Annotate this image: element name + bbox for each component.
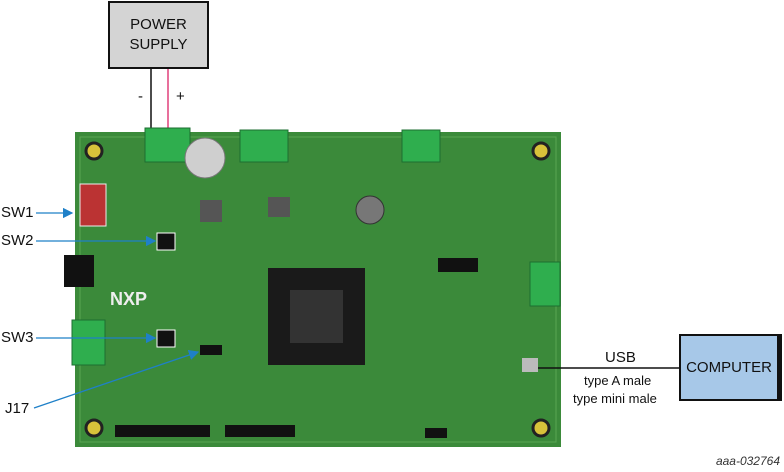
dc-jack bbox=[64, 255, 94, 287]
terminal-blocks bbox=[71, 127, 561, 366]
mounting-holes bbox=[84, 141, 551, 438]
power-supply-label-1: POWER bbox=[130, 16, 187, 33]
sw2-jumper bbox=[156, 232, 176, 251]
usb-label: USB bbox=[605, 349, 636, 366]
power-supply-label-2: SUPPLY bbox=[129, 36, 188, 53]
usb-type-a: type A male bbox=[584, 373, 652, 388]
sw3-jumper bbox=[156, 329, 176, 348]
sw3-label: SW3 bbox=[1, 329, 34, 346]
battery-holder bbox=[355, 195, 385, 225]
j17-header bbox=[200, 345, 222, 355]
plus-label: + bbox=[176, 88, 185, 105]
power-supply-box: POWER SUPPLY bbox=[108, 1, 209, 69]
minus-label: - bbox=[138, 88, 143, 105]
computer-box: COMPUTER bbox=[679, 334, 782, 401]
callout-arrows bbox=[33, 207, 200, 409]
figure-id: aaa-032764 bbox=[715, 454, 780, 468]
sw1-switch bbox=[79, 183, 107, 227]
sw2-label: SW2 bbox=[1, 232, 34, 249]
nxp-logo: NXP bbox=[110, 289, 147, 309]
computer-label: COMPUTER bbox=[686, 358, 772, 376]
usb-connector bbox=[522, 358, 538, 372]
j17-label: J17 bbox=[5, 400, 30, 417]
usb-type-mini: type mini male bbox=[573, 391, 657, 406]
sw1-label: SW1 bbox=[1, 204, 34, 221]
capacitor bbox=[184, 137, 226, 179]
